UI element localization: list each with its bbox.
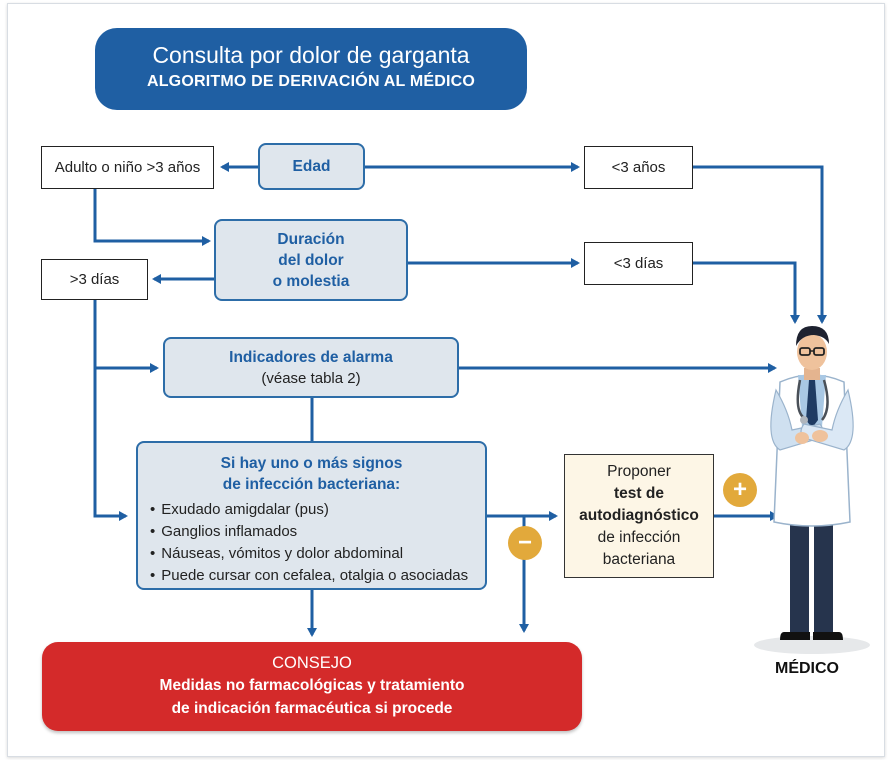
doctor-illustration [754,326,870,654]
page-title: Consulta por dolor de garganta [152,42,470,68]
plus-badge: + [723,473,757,507]
node-alarma: Indicadores de alarma (véase tabla 2) [163,337,459,398]
node-consejo: CONSEJO Medidas no farmacológicas y trat… [42,642,582,731]
signos-list: Exudado amigdalar (pus) Ganglios inflama… [138,499,468,587]
node-edad: Edad [258,143,365,190]
line-mas3dias-trunk [93,300,128,521]
consejo-line1: Medidas no farmacológicas y tratamiento [159,677,465,694]
page-subtitle: ALGORITMO DE DERIVACIÓN AL MÉDICO [146,73,476,90]
node-proponer-line5: bacteriana [602,551,676,568]
list-item: Ganglios inflamados [150,521,468,543]
node-menos3anos-label: <3 años [611,159,666,176]
node-mas3dias-label: >3 días [69,271,120,288]
node-menos3dias: <3 días [584,242,693,285]
consejo-heading: CONSEJO [272,654,352,672]
node-duracion-line2: del dolor [278,251,344,269]
node-mas3dias: >3 días [41,259,148,300]
node-duracion: Duración del dolor o molestia [214,219,408,301]
node-signos-title1: Si hay uno o más signos [220,455,403,472]
node-menos3anos: <3 años [584,146,693,189]
list-item: Puede cursar con cefalea, otalgia o asoc… [150,565,468,587]
arrow-menos3dias-medico [693,261,800,324]
node-duracion-line3: o molestia [272,272,350,290]
node-alarma-title: Indicadores de alarma [229,348,393,366]
arrow-menos3anos-medico [693,165,827,324]
node-signos-title2: de infección bacteriana: [222,476,401,493]
node-menos3dias-label: <3 días [613,255,664,272]
node-proponer-line4: de infección [597,529,681,546]
node-proponer-line2: test de [614,485,664,502]
node-adulto: Adulto o niño >3 años [41,146,214,189]
list-item: Náuseas, vómitos y dolor abdominal [150,543,468,565]
list-item: Exudado amigdalar (pus) [150,499,468,521]
node-proponer-line3: autodiagnóstico [579,507,699,524]
node-adulto-label: Adulto o niño >3 años [54,159,201,176]
consejo-line2: de indicación farmacéutica si procede [171,700,453,717]
node-proponer: Proponer test de autodiagnóstico de infe… [564,454,714,578]
title-banner: Consulta por dolor de garganta ALGORITMO… [95,28,527,110]
medico-label: MÉDICO [775,660,839,677]
minus-badge: − [508,526,542,560]
node-signos: Si hay uno o más signos de infección bac… [136,441,487,590]
node-proponer-line1: Proponer [607,463,671,480]
node-alarma-sub: (véase tabla 2) [261,369,361,387]
arrow-adulto-duracion [93,189,211,246]
node-duracion-line1: Duración [277,230,345,248]
node-edad-label: Edad [292,158,331,175]
